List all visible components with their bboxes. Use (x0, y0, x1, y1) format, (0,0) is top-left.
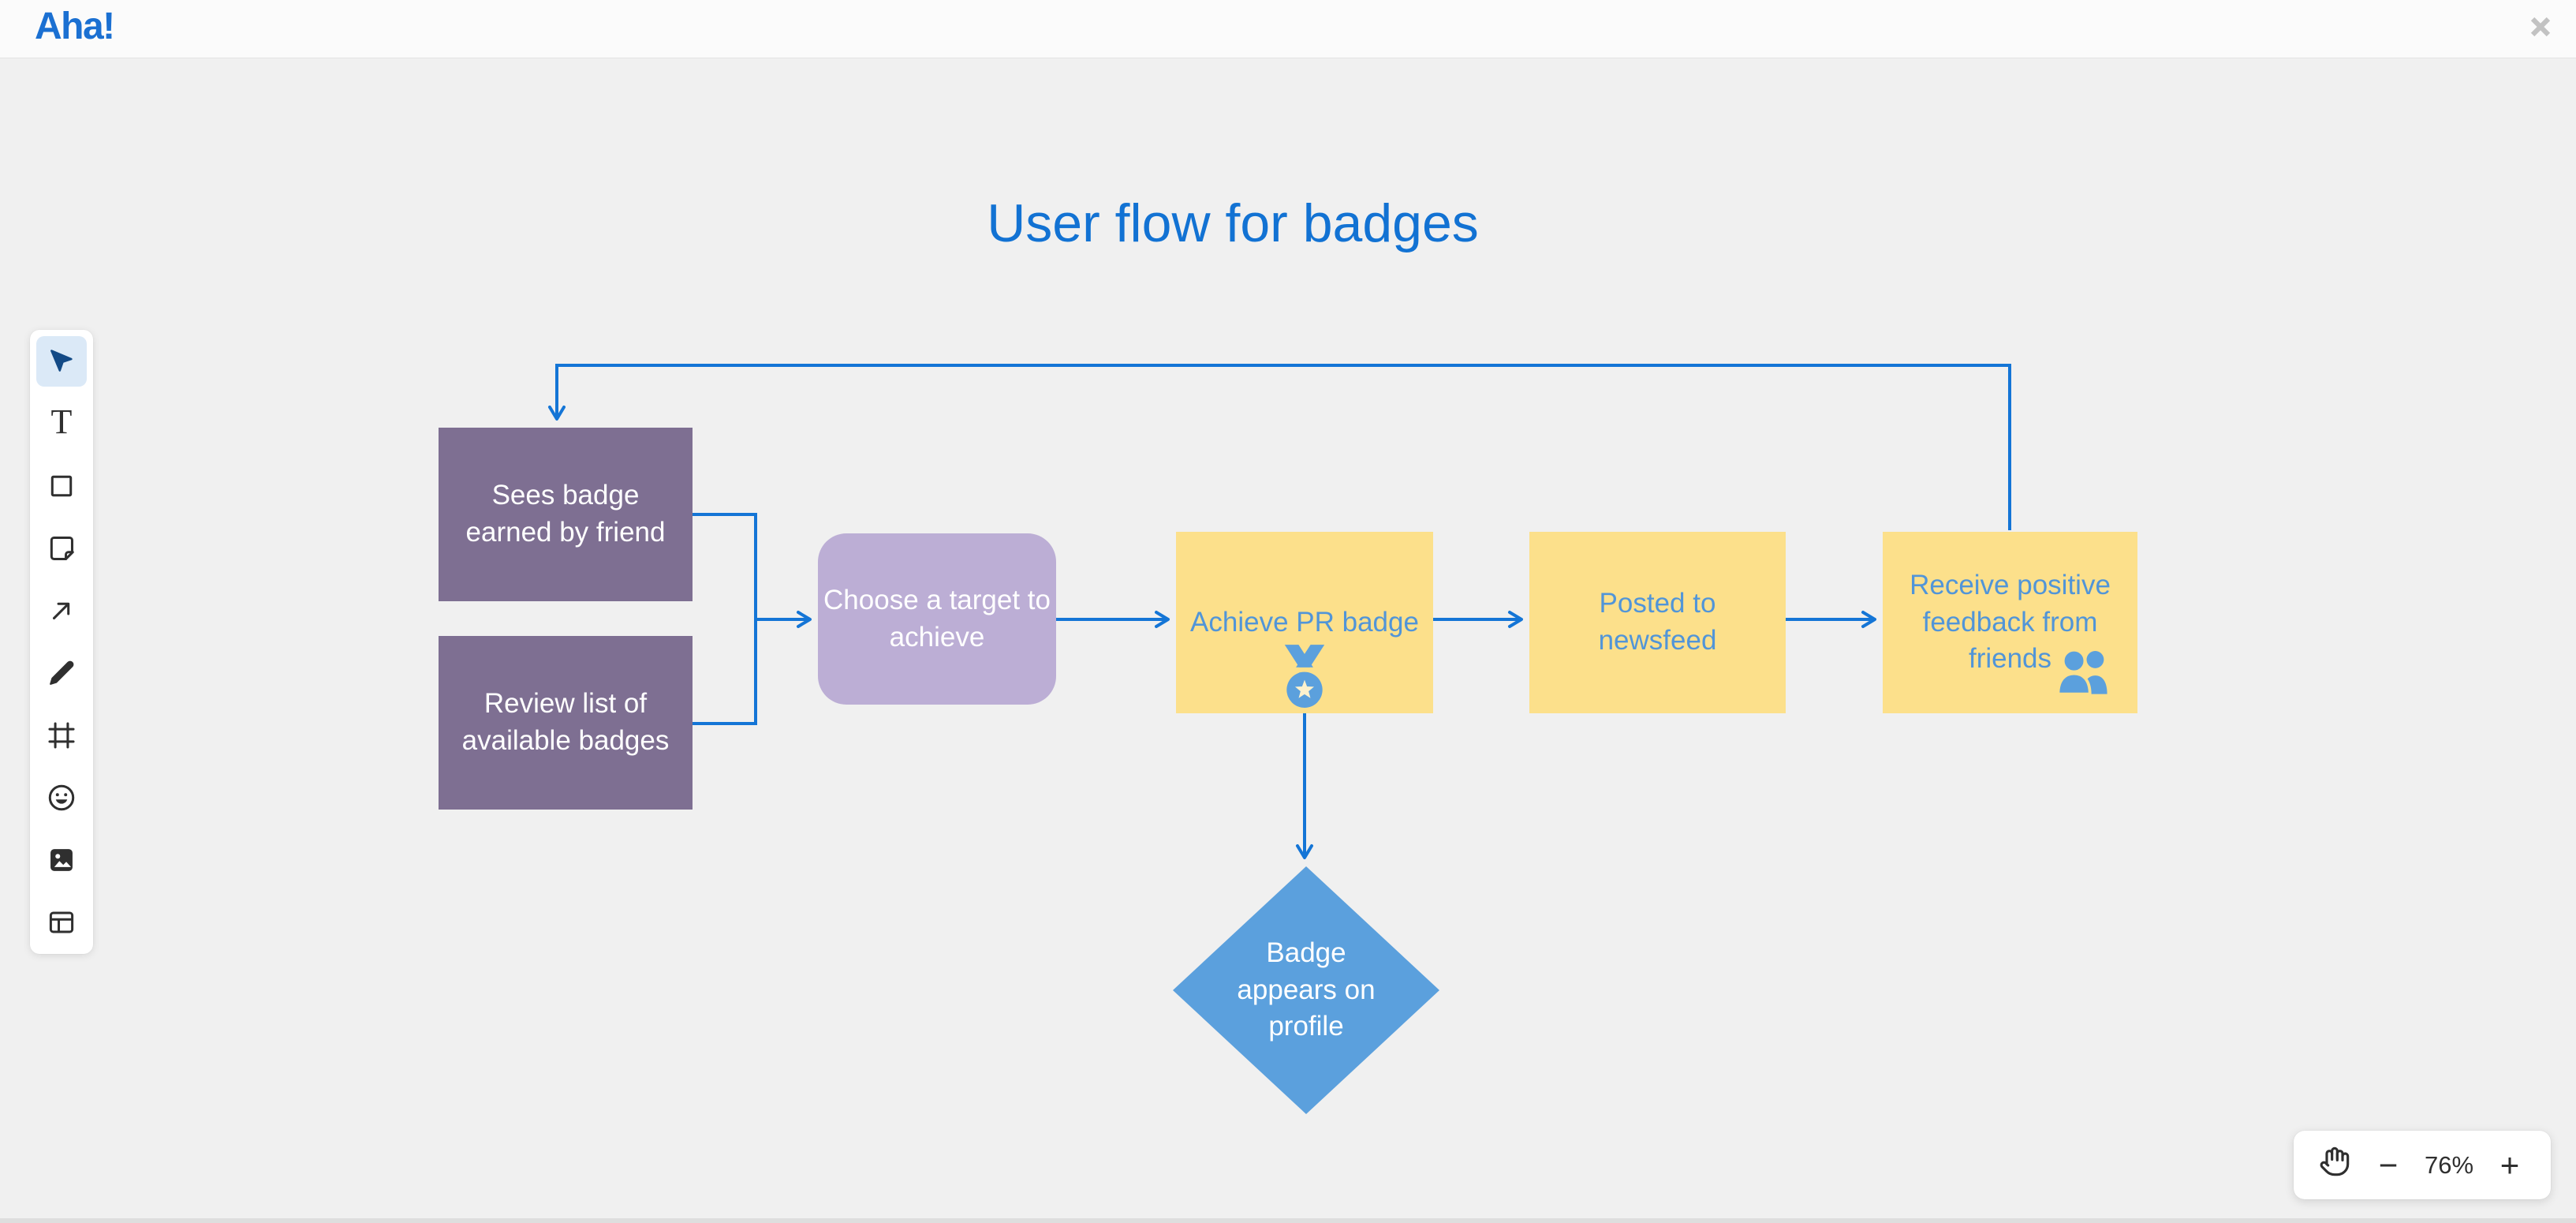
page-title: User flow for badges (987, 193, 1479, 253)
app-header: Aha! (0, 0, 2576, 58)
zoom-controls: − 76% + (2294, 1131, 2551, 1199)
node-label: Achieve PR badge (1190, 607, 1419, 638)
node-label: Badge appears on profile (1237, 937, 1376, 1042)
text-tool[interactable]: T (36, 398, 87, 449)
image-tool[interactable] (36, 835, 87, 885)
frame-icon (47, 720, 77, 750)
node-label: Review list of available badges (461, 688, 670, 756)
rectangle-icon (47, 471, 77, 501)
node-choose-target[interactable]: Choose a target to achieve (818, 533, 1056, 705)
pan-button[interactable] (2317, 1146, 2352, 1185)
sticky-note-icon (47, 533, 77, 563)
node-badge-profile[interactable]: Badge appears on profile (1173, 866, 1439, 1114)
cursor-icon (47, 346, 77, 376)
horizontal-scrollbar[interactable] (0, 1218, 2576, 1223)
pencil-icon (47, 658, 77, 688)
zoom-out-button[interactable]: − (2378, 1146, 2399, 1184)
emoji-tool[interactable] (36, 772, 87, 823)
zoom-in-button[interactable]: + (2499, 1146, 2520, 1184)
connector-merge-bracket (693, 513, 757, 725)
whiteboard-toolbar: T (30, 330, 93, 954)
frame-tool[interactable] (36, 710, 87, 761)
shape-tool[interactable] (36, 461, 87, 511)
node-label: Receive positive feedback from friends (1910, 569, 2111, 675)
hand-icon (2319, 1146, 2350, 1185)
sticky-note-tool[interactable] (36, 523, 87, 574)
close-icon (2527, 13, 2554, 44)
template-tool[interactable] (36, 897, 87, 948)
node-label: Choose a target to achieve (823, 584, 1051, 653)
node-posted-newsfeed[interactable]: Posted to newsfeed (1529, 532, 1786, 713)
node-label: Sees badge earned by friend (465, 480, 666, 548)
close-button[interactable] (2526, 13, 2555, 43)
aha-logo: Aha! (35, 6, 115, 47)
zoom-level: 76% (2424, 1150, 2474, 1179)
text-icon: T (50, 402, 73, 441)
image-icon (47, 845, 77, 875)
layout-icon (47, 907, 77, 937)
people-icon (2051, 642, 2118, 712)
node-label: Posted to newsfeed (1598, 588, 1717, 656)
node-achieve-pr-badge[interactable]: Achieve PR badge (1176, 532, 1433, 713)
node-review-list[interactable]: Review list of available badges (439, 636, 693, 810)
node-receive-feedback[interactable]: Receive positive feedback from friends (1883, 532, 2137, 713)
connector-feedback-loop (548, 364, 2011, 530)
arrow-icon (47, 596, 77, 626)
node-sees-badge[interactable]: Sees badge earned by friend (439, 428, 693, 601)
emoji-icon (47, 783, 77, 813)
draw-tool[interactable] (36, 648, 87, 698)
select-tool[interactable] (36, 336, 87, 387)
medal-icon (1271, 643, 1338, 724)
connector-tool[interactable] (36, 585, 87, 636)
